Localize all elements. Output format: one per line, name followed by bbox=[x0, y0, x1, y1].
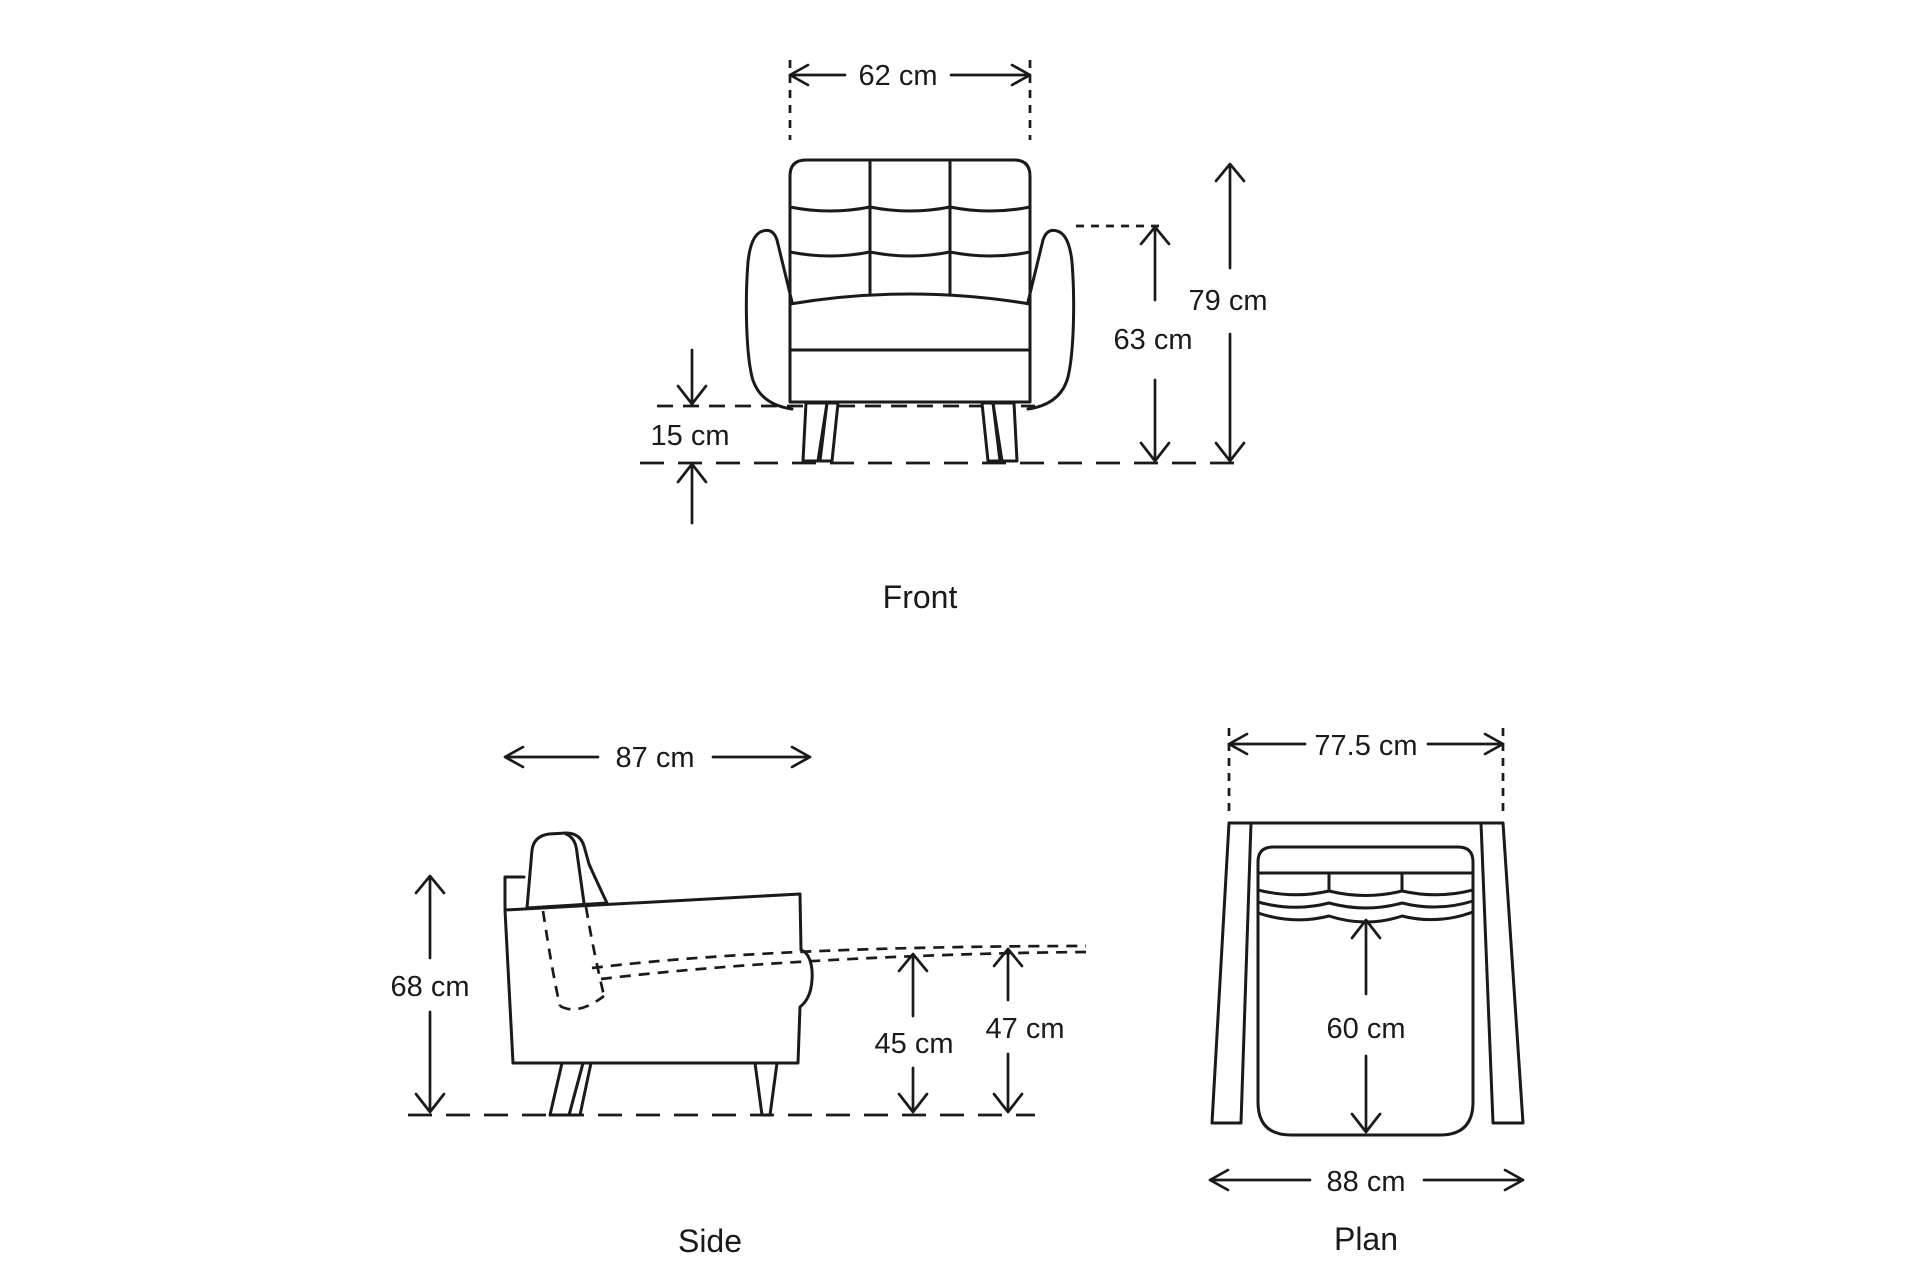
side-hidden-cushion-bottom bbox=[559, 994, 605, 1011]
side-head-cushion bbox=[525, 831, 609, 910]
plan-back-width-arrow bbox=[1227, 732, 1505, 756]
front-leg-height-arrow-bottom bbox=[676, 462, 708, 525]
front-right-arm bbox=[1026, 228, 1076, 411]
plan-view: 77.5 cm 60 cm 88 cm Plan bbox=[1208, 728, 1525, 1257]
front-view-label: Front bbox=[883, 579, 958, 615]
plan-cushion-wave-2 bbox=[1256, 899, 1475, 910]
side-seat-level-dashed-line bbox=[600, 950, 1087, 981]
front-width-arrow bbox=[788, 63, 1032, 87]
front-arm-height-label: 63 cm bbox=[1114, 324, 1193, 356]
side-depth-label: 87 cm bbox=[616, 742, 695, 774]
plan-seat-outline bbox=[1256, 845, 1475, 1137]
side-rear-leg bbox=[753, 1061, 779, 1117]
plan-right-arm bbox=[1479, 821, 1525, 1125]
side-head-cushion-fold bbox=[564, 832, 586, 905]
front-total-height-arrow bbox=[1214, 162, 1246, 463]
side-back-height-label: 68 cm bbox=[391, 971, 470, 1003]
side-back-step bbox=[503, 875, 526, 910]
front-base bbox=[788, 302, 1032, 404]
side-body-outline bbox=[503, 892, 814, 1065]
plan-cushion-dividers bbox=[1327, 871, 1404, 893]
front-leg-height-label: 15 cm bbox=[651, 420, 730, 452]
side-depth-arrow bbox=[503, 745, 812, 769]
plan-left-arm bbox=[1210, 821, 1253, 1125]
plan-seat-depth-label: 60 cm bbox=[1327, 1013, 1406, 1045]
front-total-height-label: 79 cm bbox=[1189, 285, 1268, 317]
front-leg-height-arrow-top bbox=[676, 348, 708, 406]
plan-overall-width-label: 88 cm bbox=[1327, 1166, 1406, 1198]
front-width-guides bbox=[788, 60, 1032, 140]
front-backrest-tuft-row-1 bbox=[788, 205, 1032, 213]
side-view: 87 cm 68 cm 45 cm bbox=[391, 742, 1087, 1259]
side-back-height-arrow bbox=[414, 874, 446, 1114]
plan-seat-depth-arrow bbox=[1350, 918, 1382, 1134]
side-seat-height-arrow bbox=[897, 952, 929, 1114]
front-backrest-tuft-verticals bbox=[868, 158, 952, 295]
plan-cushion-wave-1 bbox=[1256, 888, 1475, 897]
plan-back-width-label: 77.5 cm bbox=[1314, 730, 1417, 762]
plan-overall-width-arrow bbox=[1208, 1168, 1525, 1192]
front-left-arm bbox=[744, 228, 794, 411]
front-width-label: 62 cm bbox=[859, 60, 938, 92]
side-arm-front-height-arrow bbox=[992, 947, 1024, 1114]
plan-view-label: Plan bbox=[1334, 1221, 1398, 1257]
front-seat-cushion-arc bbox=[788, 292, 1032, 306]
side-arm-front-height-label: 47 cm bbox=[986, 1013, 1065, 1045]
side-seat-height-label: 45 cm bbox=[875, 1028, 954, 1060]
front-backrest-outline bbox=[788, 158, 1032, 306]
front-view: 62 cm 15 cm bbox=[640, 60, 1267, 615]
front-arm-height-arrow bbox=[1139, 225, 1171, 463]
front-backrest-tuft-row-2 bbox=[788, 250, 1032, 258]
side-arm-level-dashed-line bbox=[591, 944, 1087, 970]
side-view-label: Side bbox=[678, 1223, 742, 1259]
side-hidden-cushion-edge-2 bbox=[584, 906, 606, 997]
